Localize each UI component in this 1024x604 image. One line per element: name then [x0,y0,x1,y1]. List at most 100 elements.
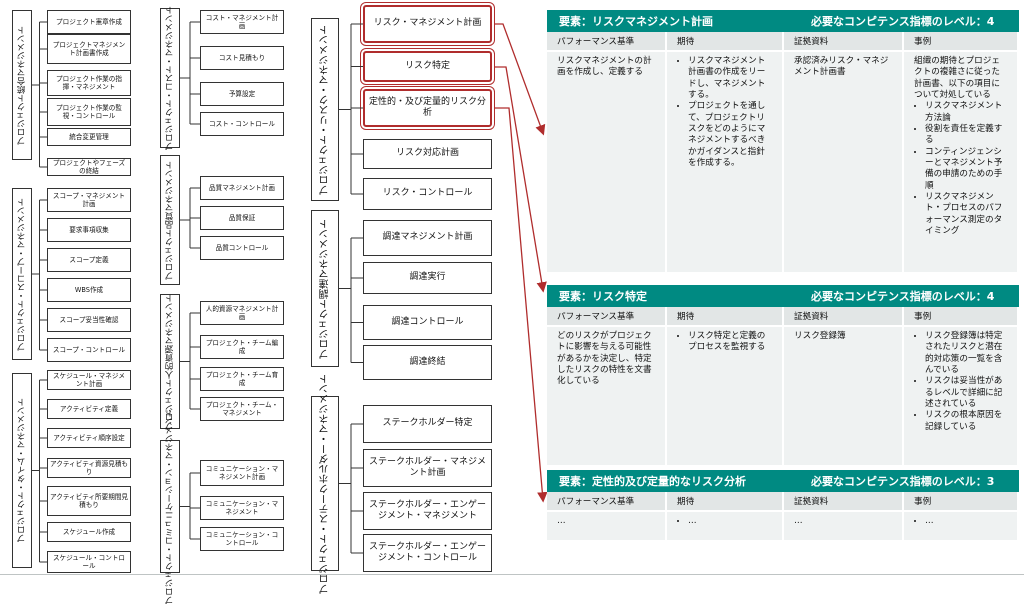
column-header: 事例 [904,307,1019,327]
process-integration-5: プロジェクトやフェーズの終結 [47,158,131,176]
process-cost-2: 予算設定 [200,82,284,106]
evidence-cell: リスク登録簿 [784,327,904,465]
column-header: 期待 [667,307,784,327]
process-integration-3: プロジェクト作業の監視・コントロール [47,98,131,126]
example-item: リスクの根本原因を記録している [925,410,1007,433]
element-title: 要素：定性的及び定量的なリスク分析 [559,475,746,488]
process-integration-0: プロジェクト憲章作成 [47,10,131,34]
panel-header: 要素：定性的及び定量的なリスク分析 必要なコンピテンス指標のレベル：3 [547,470,1019,492]
group-time: プロジェクト・タイム・マネジメント [12,373,32,568]
group-cost: プロジェクト・コスト・マネジメント [160,6,180,150]
group-scope: プロジェクト・スコープ・マネジメント [12,188,32,360]
column-header: 期待 [667,492,784,512]
level-label: 必要なコンピテンス指標のレベル：4 [811,290,995,303]
competence-panel-2: 要素：定性的及び定量的なリスク分析 必要なコンピテンス指標のレベル：3 パフォー… [547,470,1019,540]
example-item: リスクは妥当性があるレベルで詳細に記述されている [925,376,1007,410]
column-header: パフォーマンス基準 [547,492,667,512]
column-header: 証拠資料 [784,307,904,327]
expectation-cell: … [667,512,784,540]
expectation-item: プロジェクトを通して、プロジェクトリスクをどのようにマネジメントするべきかガイダ… [688,101,772,169]
process-integration-4: 統合変更管理 [47,128,131,146]
connector-lines [32,21,548,563]
process-stakeholder-0: ステークホルダー特定 [363,405,492,443]
group-integration: プロジェクト統合マネジメント [12,10,32,160]
element-title: 要素：リスクマネジメント計画 [559,15,713,28]
group-comm: プロジェクト・コミュニケーション・マネジメント [160,409,180,604]
process-procurement-1: 調達実行 [363,262,492,294]
process-comm-1: コミュニケーション・マネジメント [200,496,284,520]
arrow-risk-identification [494,66,547,293]
element-title: 要素：リスク特定 [559,290,647,303]
process-risk-2: 定性的・及び定量的リスク分析 [363,89,492,127]
process-scope-5: スコープ・コントロール [47,338,131,362]
process-scope-1: 要求事項収集 [47,218,131,242]
process-risk-3: リスク対応計画 [363,139,492,169]
evidence-cell: … [784,512,904,540]
column-header: 事例 [904,492,1019,512]
example-item: リスク登録簿は特定されたリスクと潜在的対応策の一覧を含んでいる [925,331,1007,376]
process-integration-1: プロジェクトマネジメント計画書作成 [47,34,131,64]
criteria-cell: リスクマネジメントの計画を作成し、定義する [547,52,667,272]
group-procurement: プロジェクト調達マネジメント [311,210,339,367]
process-scope-3: WBS作成 [47,278,131,302]
process-scope-0: スコープ・マネジメント計画 [47,188,131,212]
process-risk-1: リスク特定 [363,51,492,82]
process-hr-0: 人的資源マネジメント計画 [200,301,284,325]
process-time-1: アクティビティ定義 [47,399,131,419]
panel-header: 要素：リスクマネジメント計画 必要なコンピテンス指標のレベル：4 [547,10,1019,32]
group-risk: プロジェクト・リスク・マネジメント [311,18,339,201]
criteria-cell: … [547,512,667,540]
process-hr-1: プロジェクト・チーム編成 [200,335,284,359]
level-label: 必要なコンピテンス指標のレベル：4 [811,15,995,28]
example-item: … [925,516,1007,527]
example-item: リスクマネジメント・プロセスのパフォーマンス測定のタイミング [925,192,1007,237]
example-cell: 組織の期待とプロジェクトの複雑さに従った計画書、以下の項目について対処しているリ… [904,52,1019,272]
example-item: リスクマネジメント方法論 [925,101,1007,124]
competence-panel-1: 要素：リスク特定 必要なコンピテンス指標のレベル：4 パフォーマンス基準期待証拠… [547,285,1019,465]
process-scope-2: スコープ定義 [47,248,131,272]
process-quality-2: 品質コントロール [200,236,284,260]
process-integration-2: プロジェクト作業の指揮・マネジメント [47,70,131,96]
process-procurement-0: 調達マネジメント計画 [363,220,492,256]
process-comm-0: コミュニケーション・マネジメント計画 [200,460,284,486]
criteria-cell: どのリスクがプロジェクトに影響を与える可能性があるかを決定し、特定したリスクの特… [547,327,667,465]
expectation-cell: リスクマネジメント計画書の作成をリードし、マネジメントする。プロジェクトを通して… [667,52,784,272]
column-header: パフォーマンス基準 [547,307,667,327]
expectation-item: … [688,516,772,527]
process-risk-4: リスク・コントロール [363,178,492,210]
process-stakeholder-1: ステークホルダー・マネジメント計画 [363,449,492,487]
panel-table: パフォーマンス基準期待証拠資料事例どのリスクがプロジェクトに影響を与える可能性が… [547,307,1019,465]
process-stakeholder-2: ステークホルダー・エンゲージメント・マネジメント [363,492,492,530]
panel-table: パフォーマンス基準期待証拠資料事例リスクマネジメントの計画を作成し、定義するリス… [547,32,1019,272]
competence-panel-0: 要素：リスクマネジメント計画 必要なコンピテンス指標のレベル：4 パフォーマンス… [547,10,1019,272]
process-procurement-2: 調達コントロール [363,305,492,340]
column-header: パフォーマンス基準 [547,32,667,52]
bottom-rule [0,574,1024,575]
column-header: 証拠資料 [784,32,904,52]
process-risk-0: リスク・マネジメント計画 [363,5,492,43]
process-hr-3: プロジェクト・チーム・マネジメント [200,397,284,421]
arrow-risk-plan [494,23,546,136]
example-cell: … [904,512,1019,540]
process-cost-3: コスト・コントロール [200,112,284,136]
group-hr: プロジェクト人的資源マネジメント [160,294,180,430]
process-time-3: アクティビティ資源見積もり [47,458,131,478]
process-scope-4: スコープ妥当性確認 [47,308,131,332]
example-intro: 組織の期待とプロジェクトの複雑さに従った計画書、以下の項目について対処している [914,56,1000,101]
process-procurement-3: 調達終結 [363,345,492,380]
column-header: 期待 [667,32,784,52]
process-cost-0: コスト・マネジメント計画 [200,10,284,34]
group-quality: プロジェクト品質マネジメント [160,155,180,285]
expectation-cell: リスク特定と定義のプロセスを監視する [667,327,784,465]
arrow-risk-analysis [494,107,548,503]
process-time-0: スケジュール・マネジメント計画 [47,370,131,390]
process-comm-2: コミュニケーション・コントロール [200,527,284,551]
process-stakeholder-3: ステークホルダー・エンゲージメント・コントロール [363,534,492,572]
process-time-5: スケジュール作成 [47,522,131,542]
example-item: コンティンジェンシーとマネジメント予備の申請のための手順 [925,147,1007,192]
column-header: 事例 [904,32,1019,52]
process-time-6: スケジュール・コントロール [47,551,131,573]
process-quality-0: 品質マネジメント計画 [200,176,284,200]
example-item: 役割を責任を定義する [925,124,1007,147]
example-cell: リスク登録簿は特定されたリスクと潜在的対応策の一覧を含んでいるリスクは妥当性があ… [904,327,1019,465]
